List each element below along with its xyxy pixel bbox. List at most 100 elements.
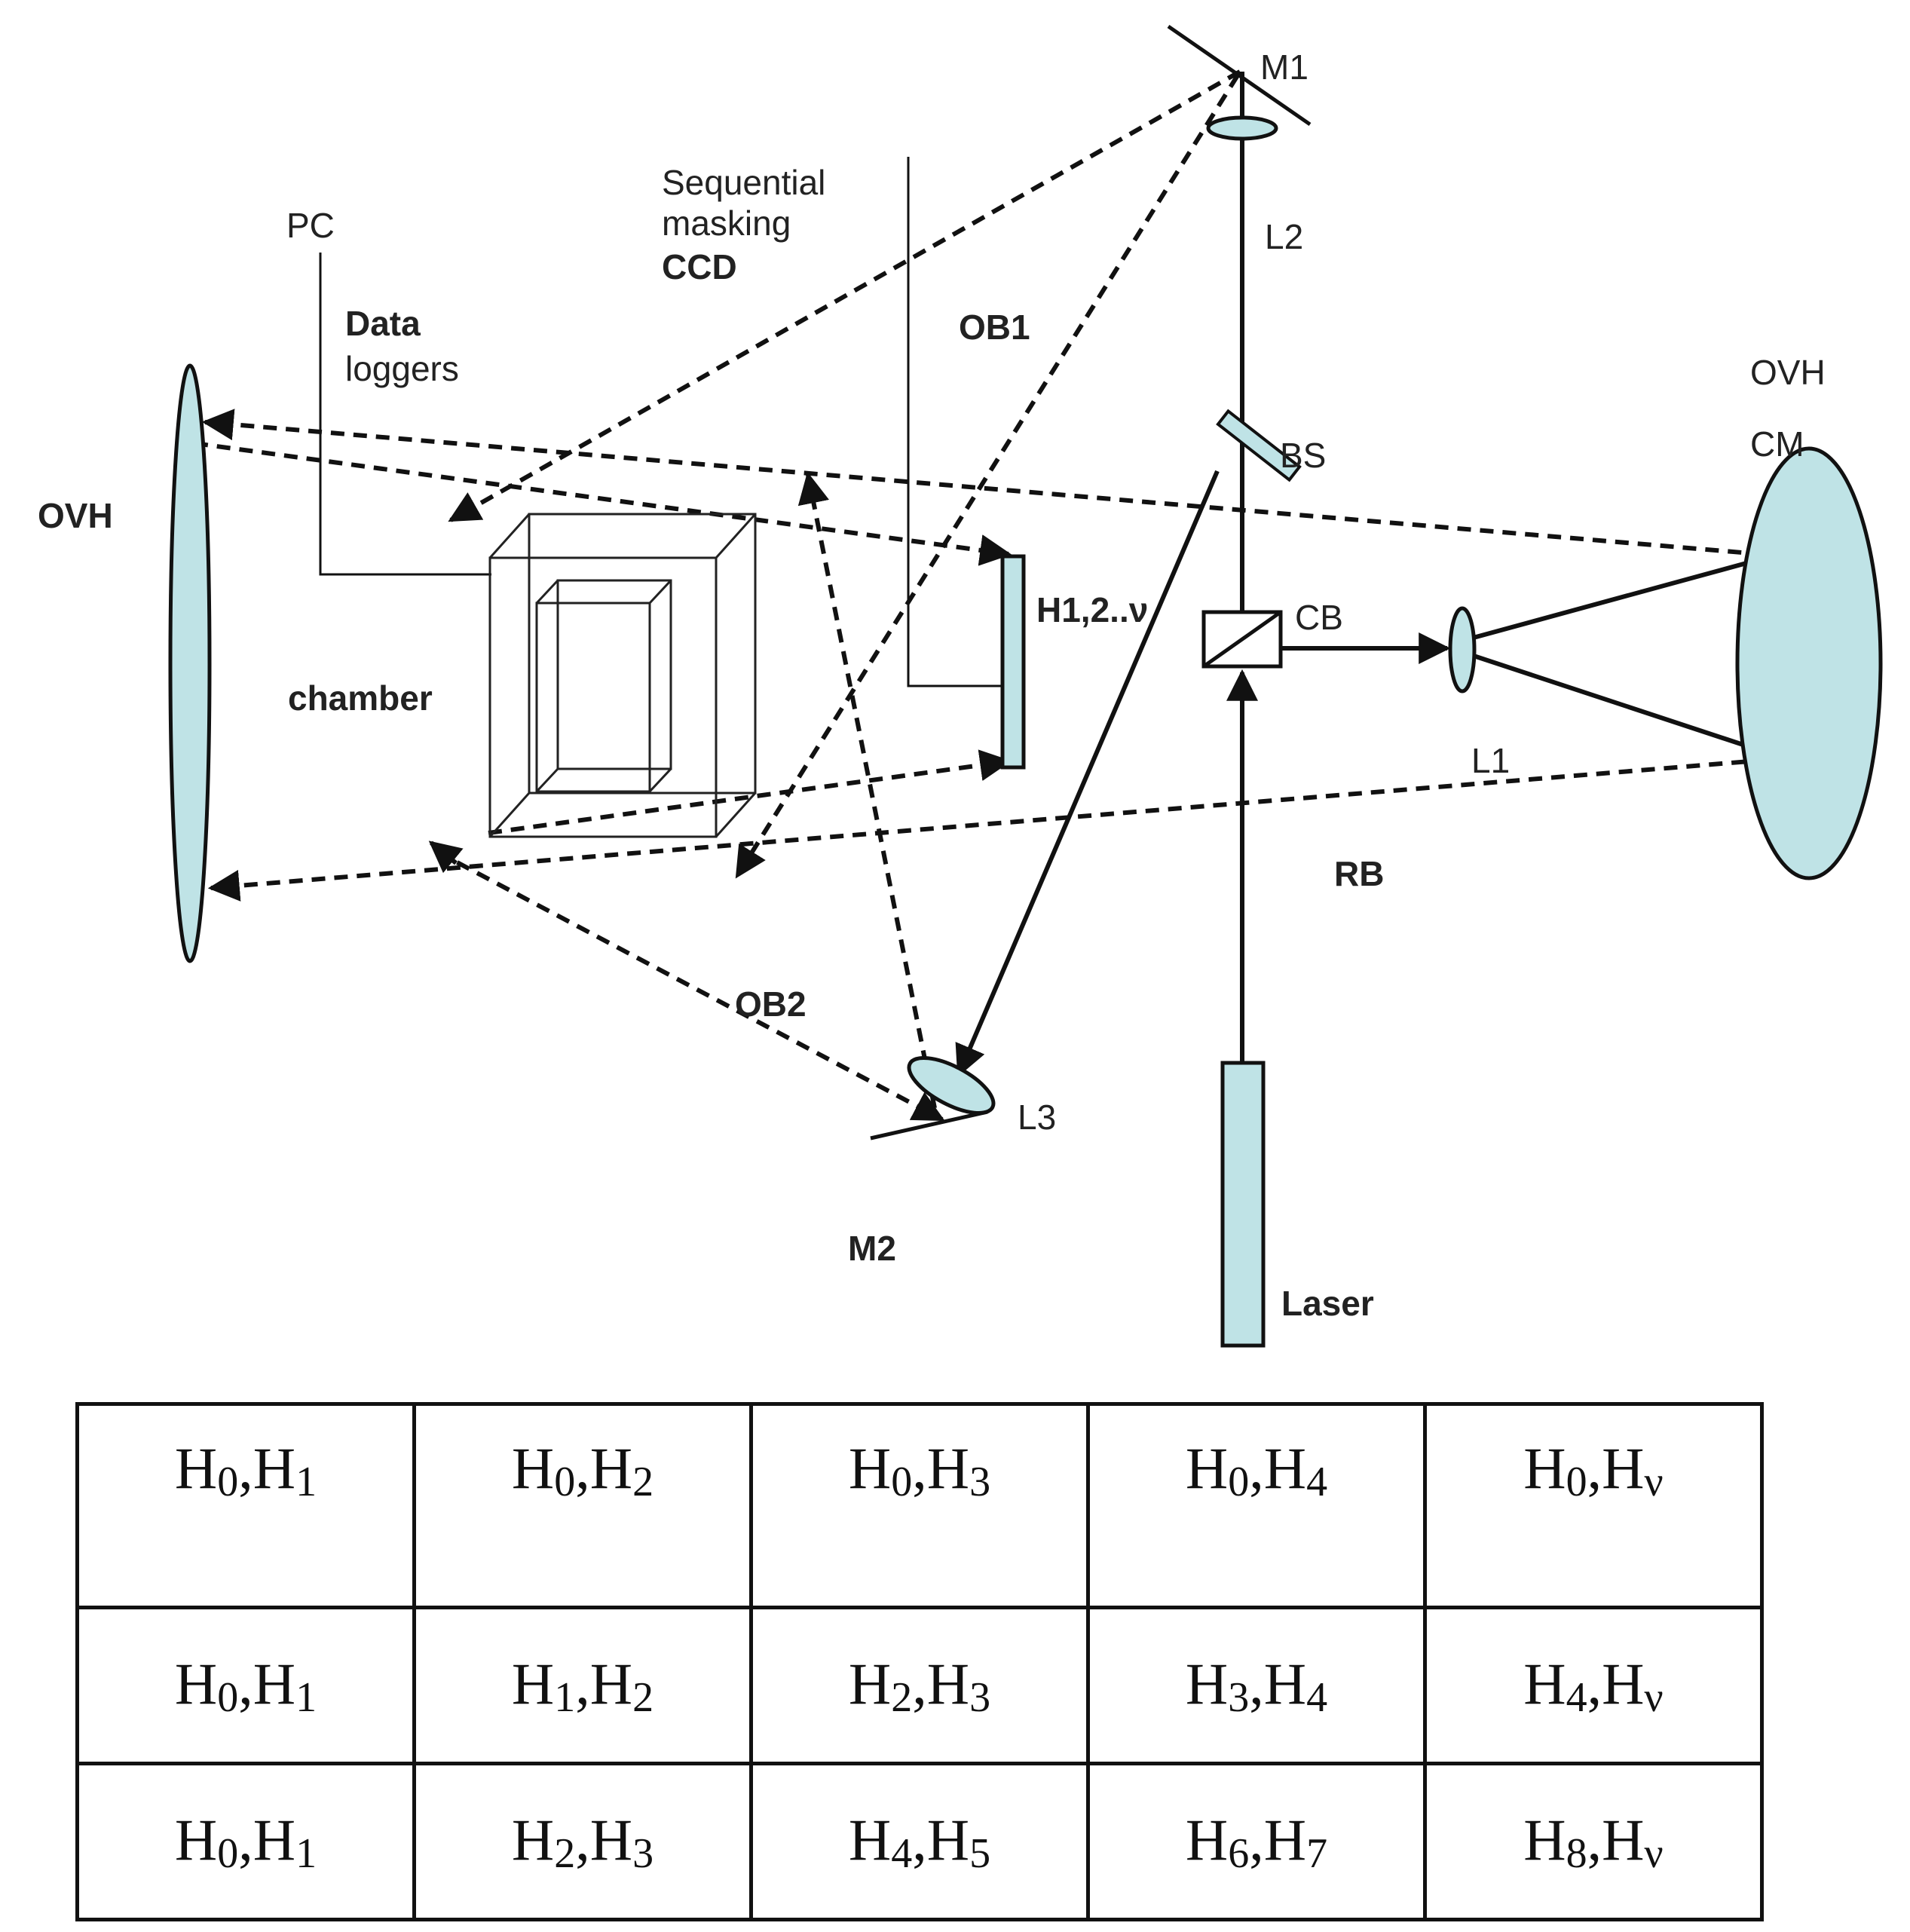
hologram-symbol: H [1602, 1806, 1645, 1872]
hologram-index: ν [1644, 1673, 1664, 1721]
label-ccd: CCD [662, 247, 737, 286]
label-ovh-right: OVH [1750, 353, 1826, 392]
hologram-index: 7 [1306, 1829, 1328, 1877]
label-l2: L2 [1265, 217, 1303, 256]
pair-separator: , [912, 1806, 927, 1872]
label-l1: L1 [1471, 741, 1510, 780]
label-sequential: Sequential [662, 163, 825, 202]
label-bs: BS [1280, 436, 1326, 475]
hologram-symbol: H [174, 1806, 218, 1872]
h-plate [1000, 554, 1026, 770]
hologram-symbol: H [848, 1435, 892, 1501]
signal-wires [319, 157, 1006, 687]
hologram-index: 2 [632, 1459, 654, 1505]
label-rb: RB [1334, 854, 1384, 893]
hologram-index: 0 [1566, 1459, 1587, 1505]
table-cell: H2,H3 [749, 1606, 1090, 1765]
cb-cube-splitter [1201, 610, 1283, 669]
pair-separator: , [238, 1650, 253, 1716]
pair-separator: , [575, 1650, 590, 1716]
hologram-symbol: H [1263, 1435, 1307, 1501]
hologram-symbol: H [174, 1650, 218, 1716]
hologram-index: 0 [217, 1459, 239, 1505]
hologram-symbol: H [1185, 1806, 1229, 1872]
pair-separator: , [912, 1650, 927, 1716]
label-ovh-left: OVH [38, 496, 113, 535]
label-ob1: OB1 [959, 308, 1030, 347]
pair-separator: , [1587, 1435, 1602, 1501]
table-cell: H0,H1 [75, 1402, 416, 1609]
pair-separator: , [1587, 1650, 1602, 1716]
pair-separator: , [1249, 1650, 1264, 1716]
hologram-index: 0 [554, 1459, 576, 1505]
hologram-index: 1 [295, 1829, 317, 1877]
label-data: Data [345, 304, 421, 343]
optical-setup-diagram: M1 L2 Sequential masking CCD PC Data log… [38, 24, 1883, 1348]
table-cell: H4,Hν [1423, 1606, 1764, 1765]
hologram-symbol: H [926, 1806, 970, 1872]
label-m2: M2 [848, 1229, 896, 1268]
m2-mirror [870, 1110, 988, 1141]
hologram-index: 3 [969, 1673, 991, 1721]
table-cell: H0,H1 [75, 1606, 416, 1765]
hologram-index: 2 [891, 1673, 913, 1721]
hologram-index: 6 [1228, 1829, 1250, 1877]
table-cell: H0,H1 [75, 1762, 416, 1921]
table-cell: H0,H4 [1086, 1402, 1427, 1609]
pair-separator: , [575, 1806, 590, 1872]
dashed-beams [194, 69, 1787, 1122]
hologram-symbol: H [253, 1435, 296, 1501]
hologram-index: 1 [554, 1673, 576, 1721]
table-cell: H0,H3 [749, 1402, 1090, 1609]
label-h12: H1,2..ν [1036, 590, 1148, 629]
hologram-index: 1 [295, 1673, 317, 1721]
laser-beam-path [955, 72, 1792, 1077]
ovh-left-hologram [168, 363, 212, 963]
table-cell: H1,H2 [412, 1606, 753, 1765]
hologram-symbol: H [1523, 1806, 1566, 1872]
hologram-symbol: H [848, 1650, 892, 1716]
hologram-symbol: H [589, 1806, 633, 1872]
hologram-index: 5 [969, 1829, 991, 1877]
hologram-index: 3 [1228, 1673, 1250, 1721]
m1-mirror [1167, 24, 1312, 127]
table-cell: H0,H2 [412, 1402, 753, 1609]
hologram-symbol: H [1263, 1806, 1307, 1872]
pair-separator: , [1249, 1806, 1264, 1872]
hologram-symbol: H [511, 1806, 555, 1872]
hologram-index: 3 [969, 1459, 991, 1505]
label-laser: Laser [1281, 1284, 1374, 1323]
label-m1: M1 [1260, 47, 1309, 87]
label-loggers: loggers [345, 349, 459, 388]
laser-source [1220, 1061, 1266, 1348]
pair-separator: , [238, 1806, 253, 1872]
hologram-symbol: H [1523, 1435, 1566, 1501]
chamber-box [488, 513, 757, 838]
hologram-index: 2 [632, 1673, 654, 1721]
label-masking: masking [662, 204, 791, 243]
pair-separator: , [1587, 1806, 1602, 1872]
hologram-index: 2 [554, 1829, 576, 1877]
hologram-index: 0 [1228, 1459, 1250, 1505]
l2-lens [1206, 115, 1278, 141]
hologram-symbol: H [511, 1435, 555, 1501]
pair-separator: , [1249, 1435, 1264, 1501]
table-cell: H4,H5 [749, 1762, 1090, 1921]
hologram-symbol: H [589, 1650, 633, 1716]
hologram-symbol: H [1185, 1650, 1229, 1716]
hologram-symbol: H [1185, 1435, 1229, 1501]
bs-beam-splitter [1216, 409, 1302, 482]
ovh-right-cm-mirror [1735, 446, 1883, 880]
label-ob2: OB2 [735, 984, 807, 1024]
hologram-index: 1 [295, 1459, 317, 1505]
hologram-index: 0 [217, 1829, 239, 1877]
hologram-index: 0 [217, 1673, 239, 1721]
hologram-symbol: H [1602, 1650, 1645, 1716]
label-cb: CB [1295, 598, 1343, 637]
pair-separator: , [575, 1435, 590, 1501]
hologram-symbol: H [589, 1435, 633, 1501]
